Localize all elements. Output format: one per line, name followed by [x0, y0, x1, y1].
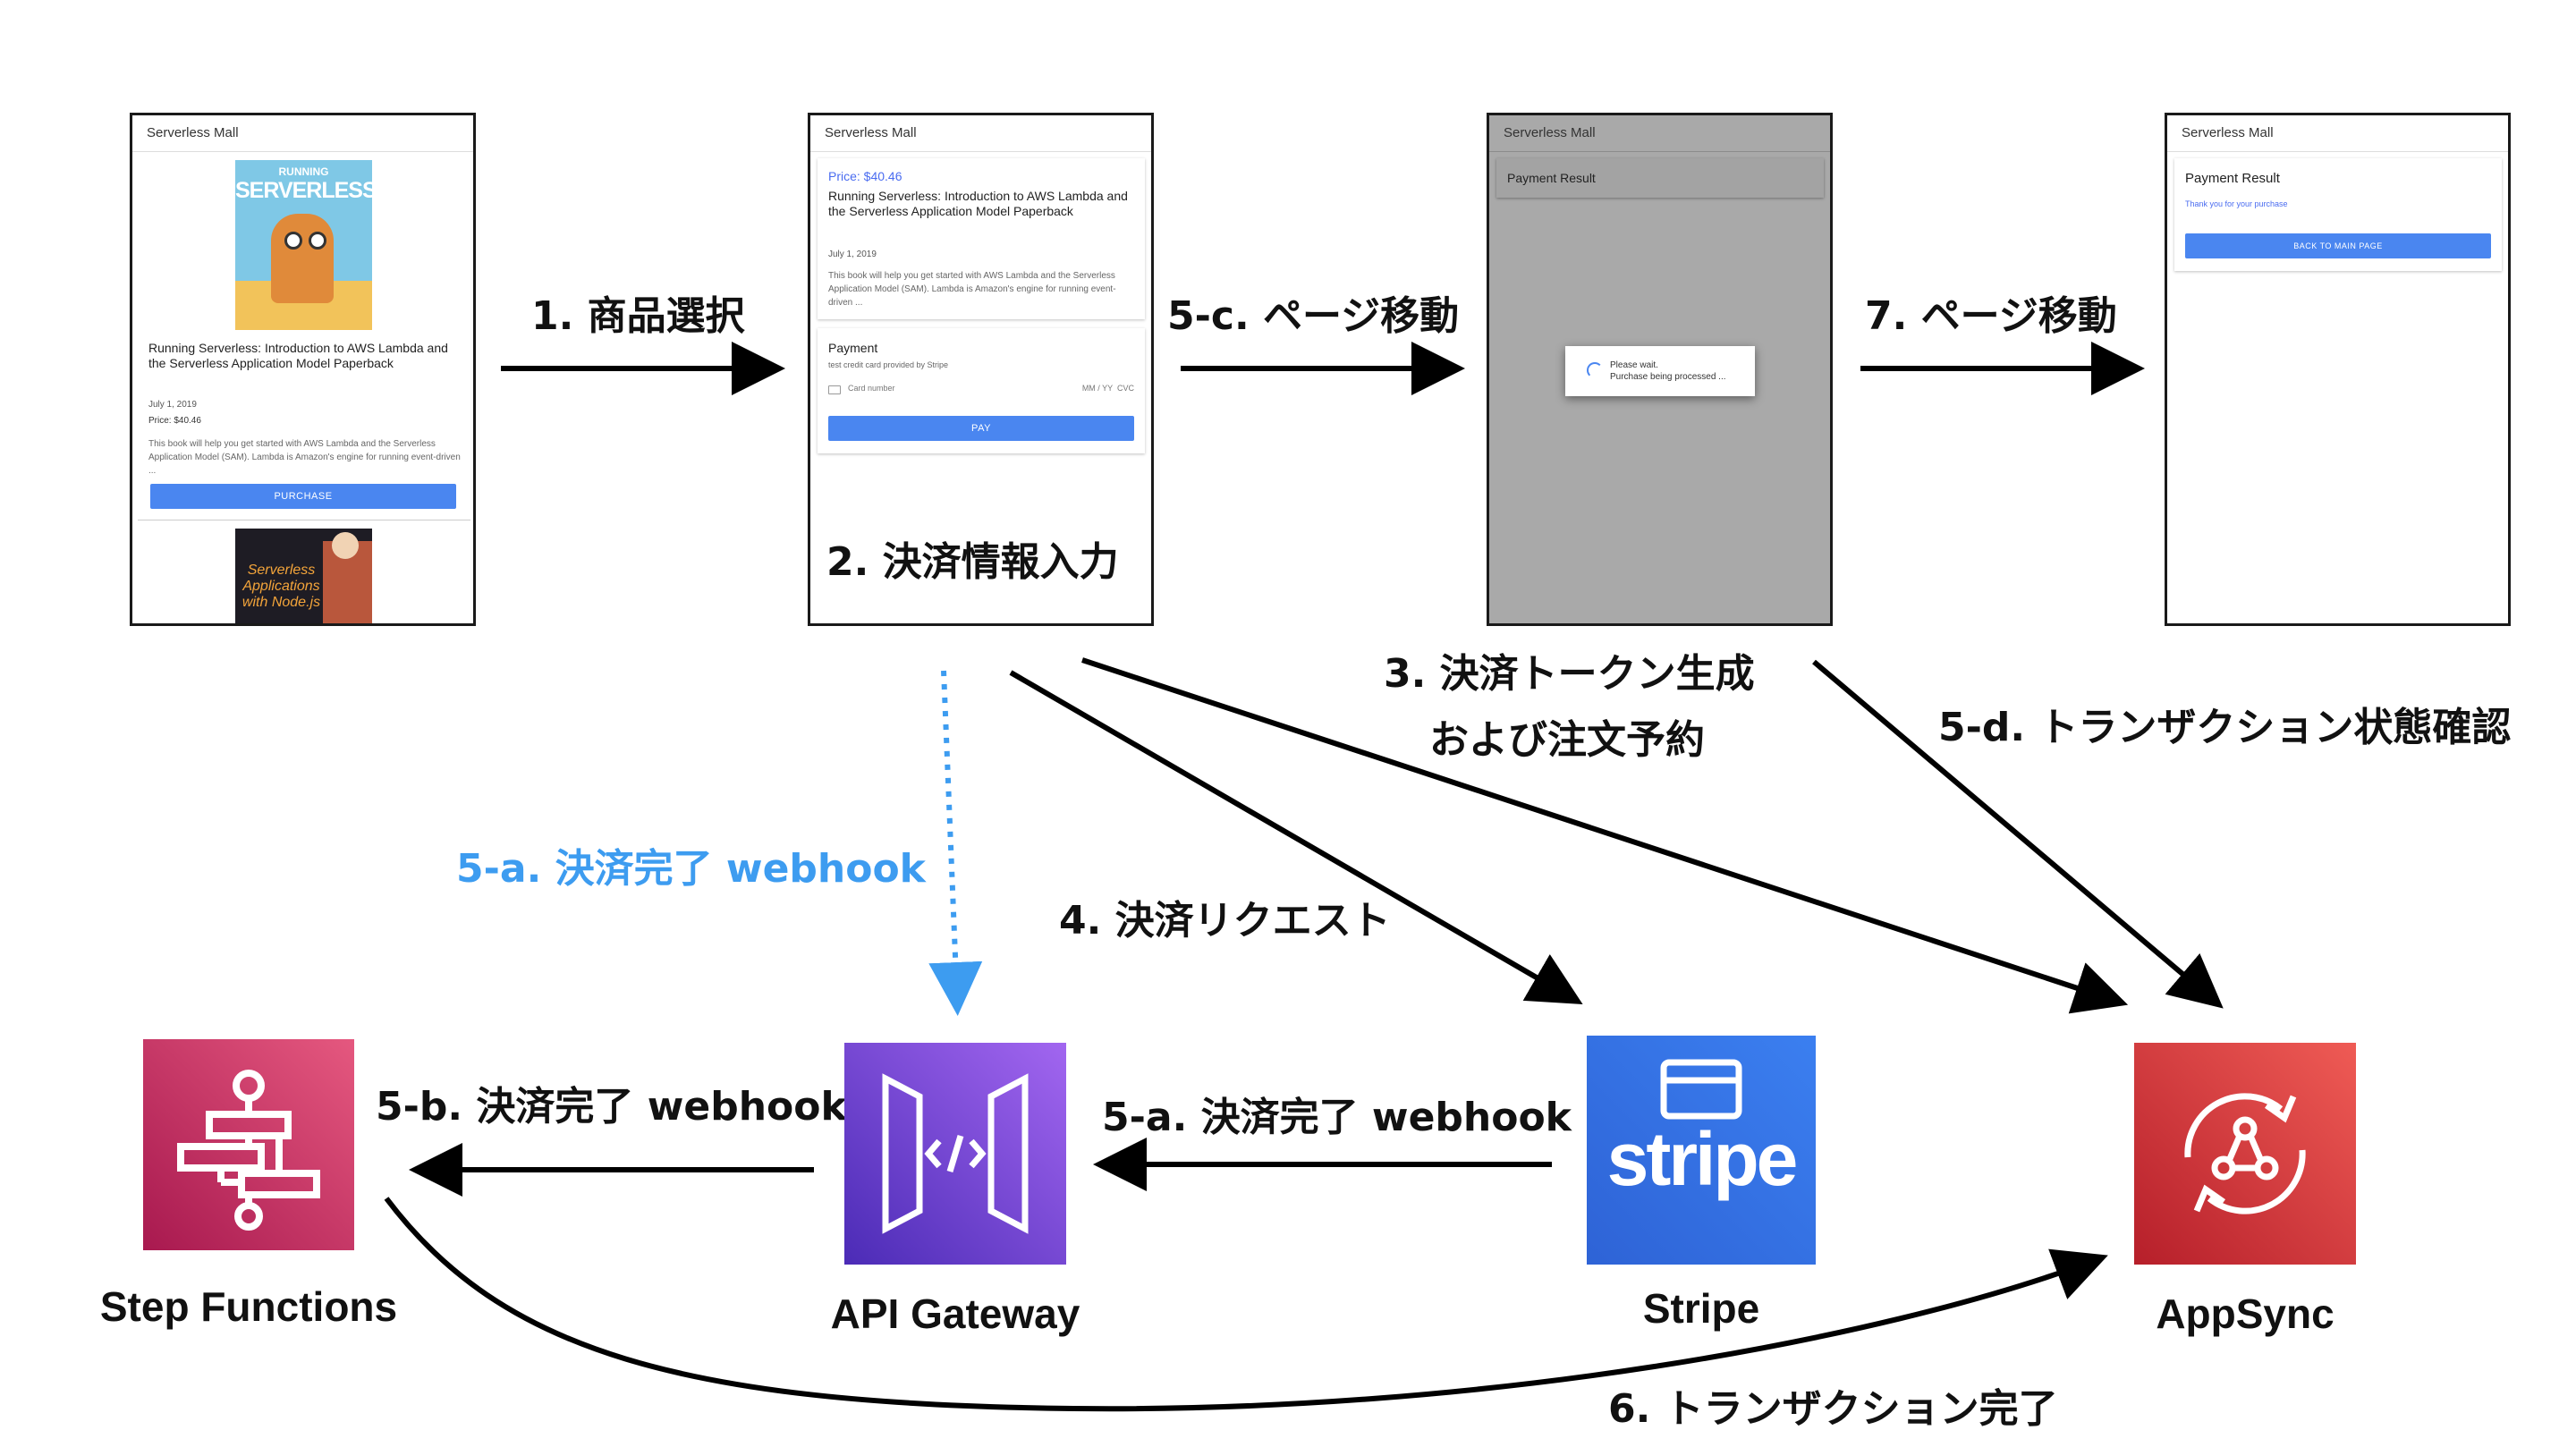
step2-label: 2. 決済情報入力 [826, 539, 1119, 585]
api-gateway-icon [844, 1043, 1066, 1265]
loading-spinner-icon [1587, 362, 1603, 378]
step5a-mid-label: 5-a. 決済完了 webhook [1102, 1095, 1572, 1140]
payment-heading: Payment [828, 341, 878, 355]
app-bar-title: Serverless Mall [132, 115, 473, 152]
arrow-step5a-webhook-dotted [928, 670, 983, 1016]
result-card: Payment Result Thank you for your purcha… [2174, 158, 2502, 271]
book2-title: Serverless Applications with Node.js [242, 563, 321, 610]
step5a-webhook-label: 5-a. 決済完了 webhook [456, 846, 926, 892]
result-heading: Payment Result [1507, 171, 1596, 185]
stripe-wordmark: stripe [1606, 1117, 1799, 1201]
result-heading: Payment Result [2185, 171, 2280, 186]
card-expiry-cvc: MM / YY CVC [1081, 384, 1134, 393]
step7-label: 7. ページ移動 [1865, 293, 2117, 339]
step3-label-line1: 3. 決済トークン生成 [1384, 651, 1755, 697]
cover-top-text: RUNNING [278, 165, 329, 178]
result-card: Payment Result [1496, 158, 1824, 198]
payment-card: Payment test credit card provided by Str… [818, 328, 1145, 453]
screen-payment-result: Serverless Mall Payment Result Thank you… [2165, 113, 2511, 626]
product-price: Price: $40.46 [828, 169, 902, 183]
product-description: This book will help you get started with… [828, 271, 1116, 308]
appsync-icon [2134, 1043, 2356, 1265]
step6-label: 6. トランザクション完了 [1608, 1386, 2058, 1432]
app-bar-title: Serverless Mall [810, 115, 1151, 152]
step-functions-label: Step Functions [99, 1283, 398, 1330]
product-title: Running Serverless: Introduction to AWS … [828, 189, 1128, 218]
book-cover-image: RUNNING SERVERLESS [235, 160, 372, 330]
credit-card-icon [828, 385, 841, 394]
payment-subtext: test credit card provided by Stripe [828, 360, 949, 369]
app-bar-title: Serverless Mall [2167, 115, 2508, 152]
card-number-placeholder: Card number [848, 384, 895, 393]
pay-button[interactable]: PAY [828, 416, 1134, 441]
book2-cover-image: Serverless Applications with Node.js [235, 529, 372, 623]
arrow-step3 [1081, 657, 2129, 1014]
step5c-label: 5-c. ページ移動 [1167, 293, 1460, 339]
arrow-step5d [1812, 659, 2224, 1009]
book-date: July 1, 2019 [148, 400, 197, 410]
app-bar-title: Serverless Mall [1489, 115, 1830, 152]
screen-processing: Serverless Mall Payment Result Please wa… [1487, 113, 1833, 626]
book-description: This book will help you get started with… [148, 439, 461, 476]
cover-title-text: SERVERLESS [235, 178, 372, 203]
step4-label: 4. 決済リクエスト [1059, 898, 1391, 944]
screen-payment-entry: Serverless Mall Price: $40.46 Running Se… [808, 113, 1154, 626]
purchase-button[interactable]: PURCHASE [150, 484, 456, 509]
processing-dialog: Please wait. Purchase being processed ..… [1565, 346, 1755, 396]
back-to-main-button[interactable]: BACK TO MAIN PAGE [2185, 233, 2491, 258]
step1-label: 1. 商品選択 [531, 293, 745, 339]
product-date: July 1, 2019 [828, 250, 877, 259]
arrow-step4 [1009, 670, 1583, 1005]
appsync-label: AppSync [2156, 1290, 2334, 1337]
product-card: Price: $40.46 Running Serverless: Introd… [818, 158, 1145, 319]
step5b-label: 5-b. 決済完了 webhook [376, 1084, 847, 1130]
step-functions-icon [143, 1039, 354, 1250]
stripe-icon: stripe [1587, 1036, 1816, 1265]
step3-label-line2: および注文予約 [1429, 717, 1705, 763]
wait-line-2: Purchase being processed ... [1610, 372, 1726, 382]
arrow-step6 [384, 1197, 2108, 1412]
book-price: Price: $40.46 [148, 416, 201, 426]
thanks-text: Thank you for your purchase [2185, 199, 2288, 208]
api-gateway-label: API Gateway [830, 1290, 1080, 1337]
screen-product-list: Serverless Mall RUNNING SERVERLESS Runni… [130, 113, 476, 626]
step5d-label: 5-d. トランザクション状態確認 [1938, 705, 2512, 750]
wait-line-1: Please wait. [1610, 360, 1658, 370]
book-title: Running Serverless: Introduction to AWS … [148, 341, 448, 370]
stripe-label: Stripe [1642, 1285, 1760, 1332]
card-input-field[interactable]: Card number MM / YY CVC [828, 378, 1134, 400]
